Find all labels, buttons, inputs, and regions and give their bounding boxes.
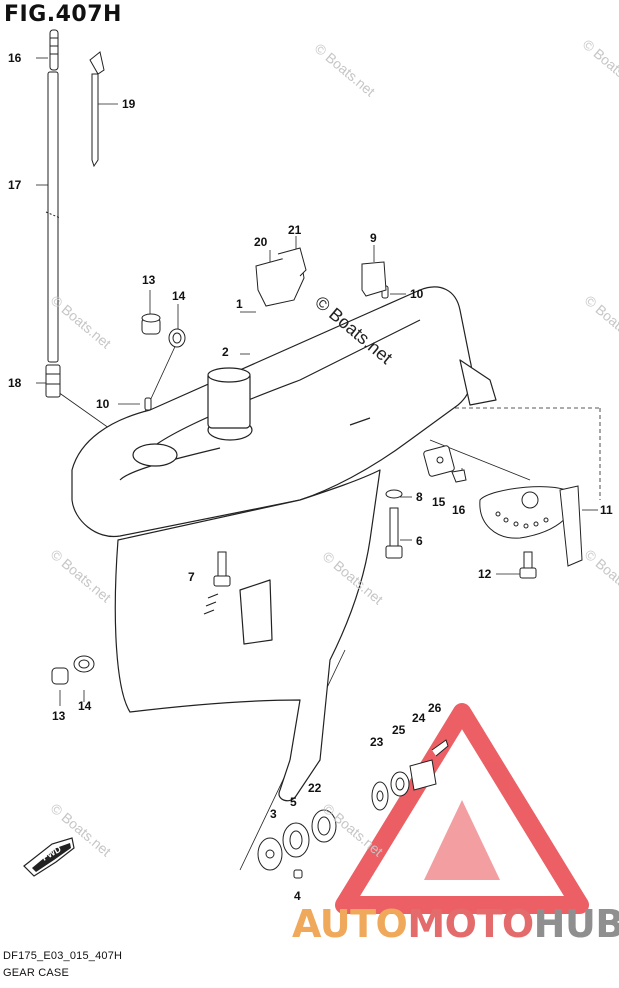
bolt-12: [519, 551, 537, 579]
brand-auto: AUTO: [292, 902, 408, 946]
callout-5: 5: [290, 795, 297, 809]
gear-case-housing: [71, 286, 497, 802]
callout-14b: 14: [78, 699, 92, 713]
callout-4: 4: [294, 889, 301, 903]
brand-logo: AUTOMOTOHUB: [292, 902, 619, 946]
callout-25: 24: [412, 711, 426, 725]
brand-moto: MOTO: [407, 902, 534, 946]
callout-19: 16: [8, 51, 22, 65]
callout-6: 6: [416, 534, 423, 548]
brand-logo-triangle: [335, 703, 589, 914]
callout-22: 19: [122, 97, 136, 111]
figure-code: DF175_E03_015_407H: [3, 950, 123, 962]
callout-17: 20: [254, 235, 268, 249]
callout-21: 18: [8, 376, 22, 390]
callout-10a: 10: [96, 397, 110, 411]
callout-16: 16: [452, 503, 466, 517]
callout-26: 25: [392, 723, 406, 737]
callout-12: 12: [478, 567, 492, 581]
bolt-7: [213, 551, 231, 587]
callout-27: 26: [428, 701, 442, 715]
callout-11: 11: [600, 503, 613, 517]
callout-3: 3: [270, 807, 277, 821]
oil-plug-lower: [51, 655, 95, 685]
trim-tab-11: [479, 485, 583, 567]
clips-17-18: [255, 247, 307, 307]
callout-20: 17: [8, 178, 22, 192]
anode-15-16: [423, 445, 467, 483]
cable-tie: [89, 51, 105, 168]
callout-14a: 14: [172, 289, 186, 303]
callout-8: 8: [416, 490, 423, 504]
callout-18: 21: [288, 223, 302, 237]
callout-15: 15: [432, 495, 446, 509]
callout-10b: 10: [410, 287, 424, 301]
callout-2: 2: [222, 345, 229, 359]
bearing-parts: [257, 809, 337, 879]
callout-numbers: 16 19 17 18 10 13 14 1 2 20 21 9 10 8 15…: [8, 51, 613, 903]
figure-title: FIG.407H: [4, 2, 122, 27]
callout-7: 7: [188, 570, 195, 584]
callout-23: 22: [308, 781, 322, 795]
oil-plug-upper: [141, 313, 186, 348]
callout-9: 9: [370, 231, 377, 245]
brand-hub: HUB: [533, 902, 619, 946]
propeller-shaft-parts: [371, 739, 449, 811]
shift-rod: [45, 29, 61, 398]
callout-24: 23: [370, 735, 384, 749]
fwd-arrow-icon: FWD: [23, 837, 75, 877]
cap-9: [361, 261, 387, 297]
callout-13b: 13: [52, 709, 66, 723]
figure-caption: GEAR CASE: [3, 967, 69, 979]
callout-1: 1: [236, 297, 243, 311]
bolt-6-washer-8: [385, 489, 403, 559]
callout-13a: 13: [142, 273, 156, 287]
